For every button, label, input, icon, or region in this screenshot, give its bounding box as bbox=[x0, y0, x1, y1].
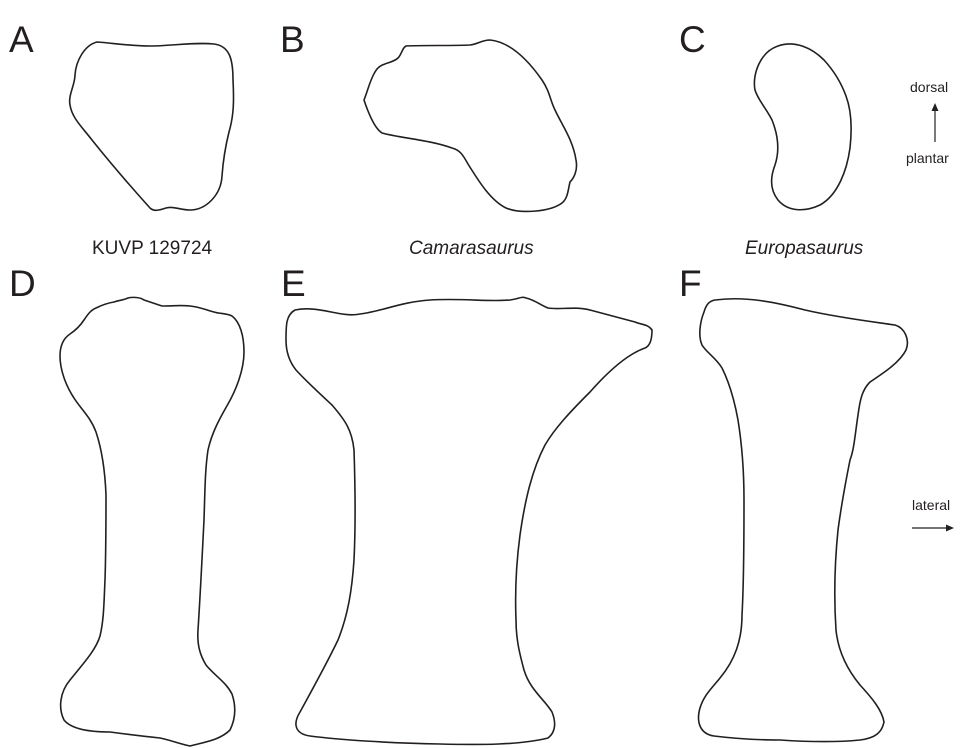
panel-label-b: B bbox=[280, 19, 305, 60]
outline-e-camarasaurus-anterior bbox=[286, 297, 652, 744]
outline-c-europasaurus-proximal bbox=[754, 44, 851, 210]
panel-label-f: F bbox=[679, 263, 702, 304]
lateral-arrow-head-icon bbox=[946, 525, 954, 532]
caption-europasaurus: Europasaurus bbox=[745, 238, 864, 259]
orientation-plantar-label: plantar bbox=[906, 150, 949, 166]
orientation-lateral-label: lateral bbox=[912, 497, 950, 513]
panel-label-a: A bbox=[9, 19, 34, 60]
outline-d-kuvp-anterior bbox=[60, 297, 244, 746]
panel-label-d: D bbox=[9, 263, 36, 304]
outline-f-europasaurus-anterior bbox=[699, 299, 908, 742]
outline-a-kuvp-proximal bbox=[70, 42, 234, 210]
panel-label-c: C bbox=[679, 19, 706, 60]
panel-label-e: E bbox=[281, 263, 306, 304]
outline-b-camarasaurus-proximal bbox=[364, 40, 577, 211]
orientation-dorsal-label: dorsal bbox=[910, 79, 948, 95]
caption-kuvp-129724: KUVP 129724 bbox=[92, 238, 213, 259]
caption-camarasaurus: Camarasaurus bbox=[409, 238, 534, 259]
dorsal-arrow-head-icon bbox=[932, 103, 939, 111]
